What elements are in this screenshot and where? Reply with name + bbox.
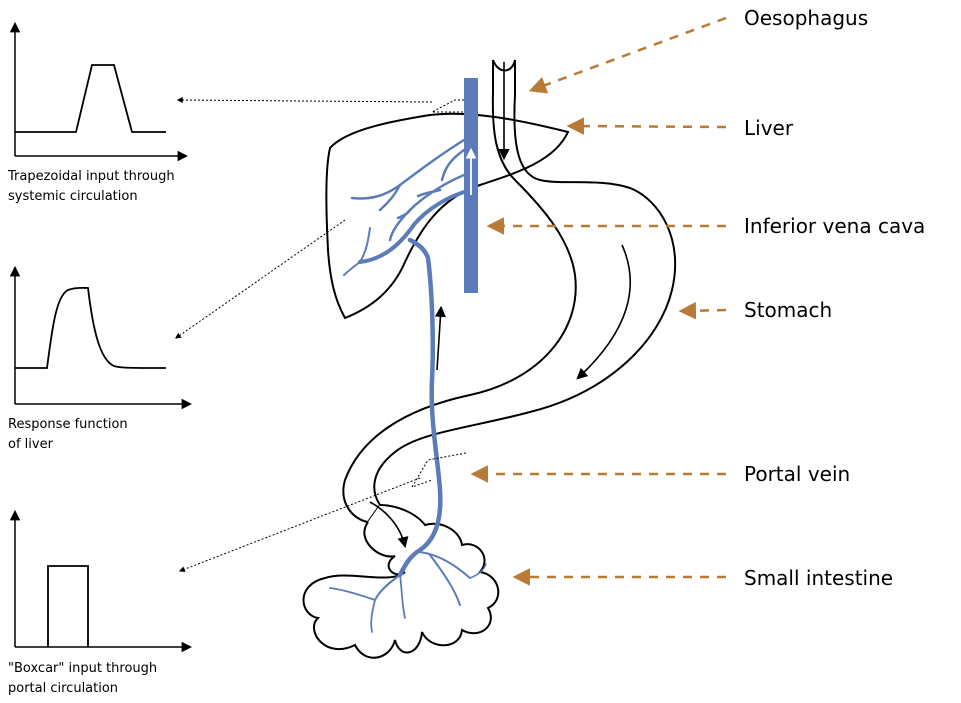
liver-annotation-arrow xyxy=(570,126,726,127)
liver-label: Liver xyxy=(744,116,793,140)
systemic-sample-line xyxy=(432,100,464,112)
portal-vein-label: Portal vein xyxy=(744,462,850,486)
inferior-vena-cava-label: Inferior vena cava xyxy=(744,214,925,238)
boxcar-caption: "Boxcar" input through portal circulatio… xyxy=(8,659,157,699)
portal-flow-arrow xyxy=(437,308,441,370)
oesophagus-annotation-arrow xyxy=(532,18,726,90)
small-intestine-label: Small intestine xyxy=(744,566,893,590)
trapezoid-graph xyxy=(15,24,186,156)
annotation-arrows xyxy=(474,18,726,577)
stomach-label: Stomach xyxy=(744,298,832,322)
response-caption: Response function of liver xyxy=(8,415,128,455)
boxcar-graph xyxy=(15,512,190,647)
oesophagus-label: Oesophagus xyxy=(744,6,868,30)
response-curve xyxy=(15,288,166,368)
boxcar-curve xyxy=(48,566,88,647)
trapezoid-caption: Trapezoidal input through systemic circu… xyxy=(8,167,175,207)
stomach-annotation-arrow xyxy=(682,310,726,311)
response-graph xyxy=(15,268,190,404)
systemic-to-graph-line xyxy=(178,100,432,102)
liver-outline xyxy=(326,114,568,318)
trapezoid-curve xyxy=(15,65,166,132)
liver-to-graph-line xyxy=(176,220,345,338)
stomach-flow-arrow xyxy=(578,245,630,378)
